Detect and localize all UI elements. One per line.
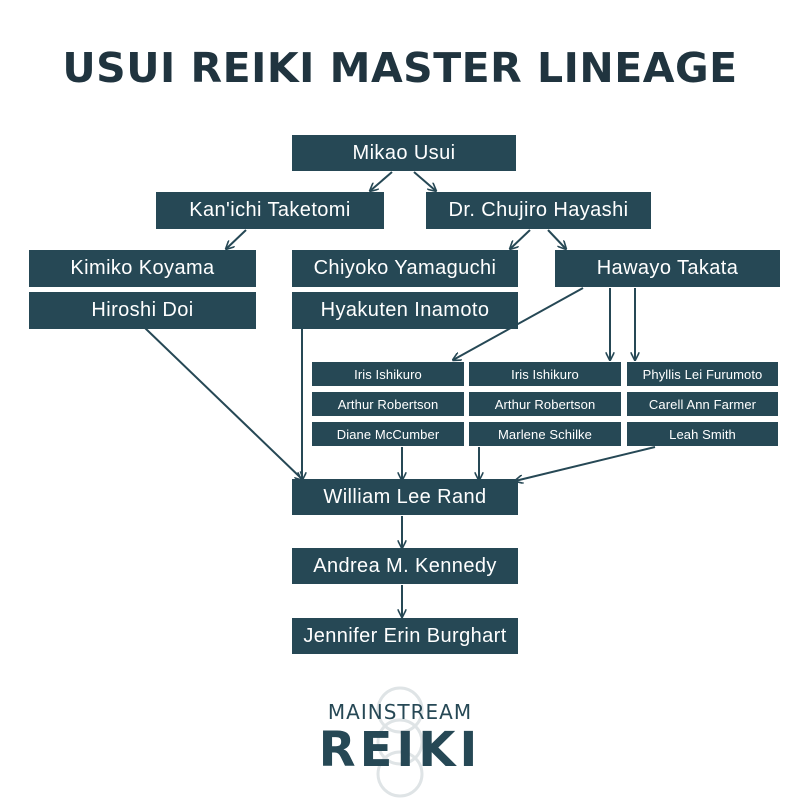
node-iris-ishikuro-1: Iris Ishikuro [312,362,464,386]
node-leah-smith: Leah Smith [627,422,778,446]
node-marlene-schilke: Marlene Schilke [469,422,621,446]
mainstream-reiki-logo-emblem [376,686,424,798]
node-carell-ann-farmer: Carell Ann Farmer [627,392,778,416]
node-chiyoko-yamaguchi: Chiyoko Yamaguchi [292,250,518,287]
node-kimiko-koyama: Kimiko Koyama [29,250,256,287]
edge-doi-rand [144,327,303,480]
node-arthur-robertson-2: Arthur Robertson [469,392,621,416]
edge-hayashi-takata [547,229,566,249]
node-arthur-robertson-1: Arthur Robertson [312,392,464,416]
node-hiroshi-doi: Hiroshi Doi [29,292,256,329]
node-diane-mccumber: Diane McCumber [312,422,464,446]
node-chujiro-hayashi: Dr. Chujiro Hayashi [426,192,651,229]
node-william-lee-rand: William Lee Rand [292,479,518,515]
page-title: USUI REIKI MASTER LINEAGE [62,44,738,92]
edge-usui-hayashi [413,171,436,191]
node-andrea-m-kennedy: Andrea M. Kennedy [292,548,518,584]
edge-takata-ishikuro1 [453,287,584,360]
logo-line-mainstream: MAINSTREAM [327,700,473,724]
edge-hayashi-yamaguchi [510,229,531,249]
node-hawayo-takata: Hawayo Takata [555,250,780,287]
edge-smith-rand [515,446,656,481]
node-iris-ishikuro-2: Iris Ishikuro [469,362,621,386]
node-mikao-usui: Mikao Usui [292,135,516,171]
edge-taketomi-koyama [226,229,247,249]
node-kanichi-taketomi: Kan'ichi Taketomi [156,192,384,229]
node-hyakuten-inamoto: Hyakuten Inamoto [292,292,518,329]
node-phyllis-lei-furumoto: Phyllis Lei Furumoto [627,362,778,386]
logo-line-reiki: REIKI [318,722,482,778]
node-jennifer-erin-burghart: Jennifer Erin Burghart [292,618,518,654]
edge-usui-taketomi [370,171,393,191]
